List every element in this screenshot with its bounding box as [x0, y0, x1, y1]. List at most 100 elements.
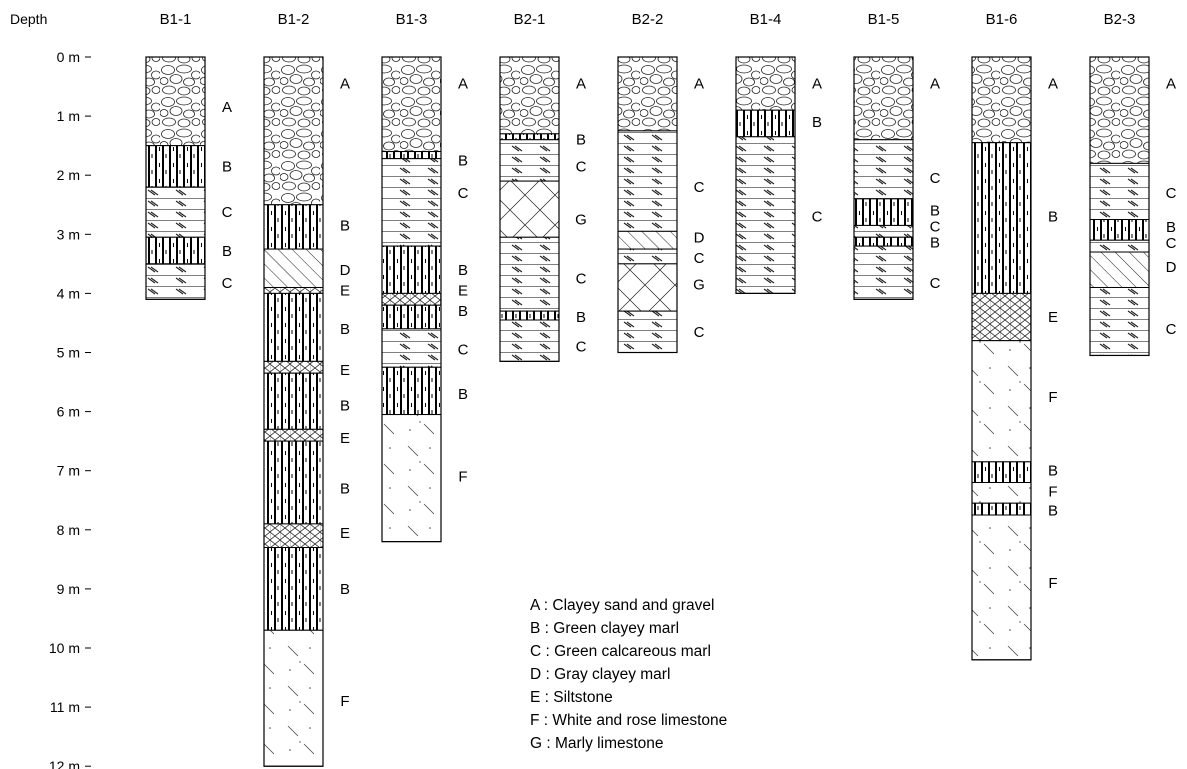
- layer-label: A: [340, 76, 350, 93]
- layer-label: B: [930, 235, 940, 252]
- layer-label: C: [930, 275, 941, 292]
- layer-c: [1089, 286, 1150, 356]
- layer-b: [263, 372, 324, 430]
- layer-a: [145, 56, 206, 147]
- layer-a: [263, 56, 324, 206]
- layer-label: E: [340, 282, 350, 299]
- layer-label: D: [340, 262, 351, 279]
- layer-label: C: [694, 324, 705, 341]
- layer-label: A: [812, 76, 822, 93]
- layer-label: A: [576, 76, 586, 93]
- layer-label: A: [222, 99, 232, 116]
- layer-label: B: [458, 152, 468, 169]
- legend-entry-a: A : Clayey sand and gravel: [530, 597, 714, 614]
- layer-label: F: [1048, 483, 1057, 500]
- layer-e: [971, 292, 1032, 342]
- layer-c: [145, 186, 206, 238]
- layer-label: B: [930, 203, 940, 220]
- layer-c: [381, 328, 442, 368]
- layer-f: [971, 514, 1032, 661]
- layer-label: G: [693, 277, 705, 294]
- layer-label: C: [930, 170, 941, 187]
- layer-label: C: [1166, 321, 1177, 338]
- depth-tick-label: 3 m: [57, 226, 80, 242]
- layer-label: B: [576, 309, 586, 326]
- borehole-name: B2-1: [514, 11, 546, 28]
- layer-b: [263, 204, 324, 250]
- layer-e: [381, 292, 442, 306]
- legend-entry-f: F : White and rose limestone: [530, 712, 727, 729]
- layer-a: [1089, 56, 1150, 164]
- layer-b: [381, 245, 442, 294]
- borehole-columns: B1-1ABCBCB1-2ABDEBEBEBEBFB1-3ABCBEBCBFB2…: [145, 11, 1177, 767]
- layer-c: [1089, 239, 1150, 253]
- layer-label: B: [222, 158, 232, 175]
- layer-label: C: [222, 204, 233, 221]
- layer-c: [617, 310, 678, 354]
- layer-label: B: [458, 386, 468, 403]
- layer-label: B: [1048, 502, 1058, 519]
- depth-tick-label: 1 m: [57, 108, 80, 124]
- depth-tick-label: 11 m: [50, 699, 80, 715]
- layer-label: C: [576, 271, 587, 288]
- layer-label: A: [1048, 76, 1058, 93]
- layer-label: C: [576, 339, 587, 356]
- depth-tick-label: 4 m: [57, 285, 80, 301]
- legend-entry-d: D : Gray clayey marl: [530, 666, 670, 683]
- legend-entry-b: B : Green clayey marl: [530, 620, 679, 637]
- layer-f: [263, 629, 324, 767]
- borehole-outline: [499, 56, 560, 362]
- layer-label: C: [694, 179, 705, 196]
- layer-label: C: [694, 250, 705, 267]
- layer-e: [263, 360, 324, 374]
- layer-f: [971, 340, 1032, 463]
- borehole-outline: [617, 56, 678, 354]
- layer-label: C: [458, 185, 469, 202]
- layer-b: [145, 145, 206, 188]
- layer-label: B: [340, 480, 350, 497]
- layer-label: A: [458, 76, 468, 93]
- layer-c: [499, 139, 560, 182]
- layer-f: [971, 482, 1032, 504]
- layer-c: [1089, 162, 1150, 221]
- layer-label: E: [340, 430, 350, 447]
- depth-tick-label: 6 m: [57, 404, 80, 420]
- layer-label: C: [1166, 185, 1177, 202]
- layer-b: [1089, 219, 1150, 241]
- layer-d: [617, 230, 678, 250]
- borehole-outline: [1089, 56, 1150, 357]
- depth-tick-label: 7 m: [57, 463, 80, 479]
- layer-b: [145, 236, 206, 265]
- layer-label: C: [930, 219, 941, 236]
- borehole-outline: [145, 56, 206, 300]
- layer-b: [971, 461, 1032, 484]
- borehole-outline: [735, 56, 796, 294]
- layer-b: [971, 502, 1032, 516]
- layer-c: [735, 136, 796, 294]
- layer-label: F: [458, 469, 467, 486]
- borehole-name: B1-2: [278, 11, 310, 28]
- layer-label: C: [1166, 235, 1177, 252]
- layer-c: [617, 130, 678, 232]
- depth-tick-label: 2 m: [57, 167, 80, 183]
- layer-a: [499, 56, 560, 135]
- layer-b: [853, 236, 914, 247]
- layer-b: [263, 292, 324, 362]
- layer-label: E: [458, 282, 468, 299]
- layer-b: [381, 366, 442, 416]
- layer-label: B: [340, 321, 350, 338]
- layer-label: A: [694, 76, 704, 93]
- layer-label: B: [222, 243, 232, 260]
- borehole-name: B2-2: [632, 11, 664, 28]
- depth-tick-label: 12 m: [49, 758, 80, 769]
- layer-label: F: [1048, 575, 1057, 592]
- layer-label: B: [458, 262, 468, 279]
- layer-b: [263, 440, 324, 525]
- borehole-outline: [971, 56, 1032, 661]
